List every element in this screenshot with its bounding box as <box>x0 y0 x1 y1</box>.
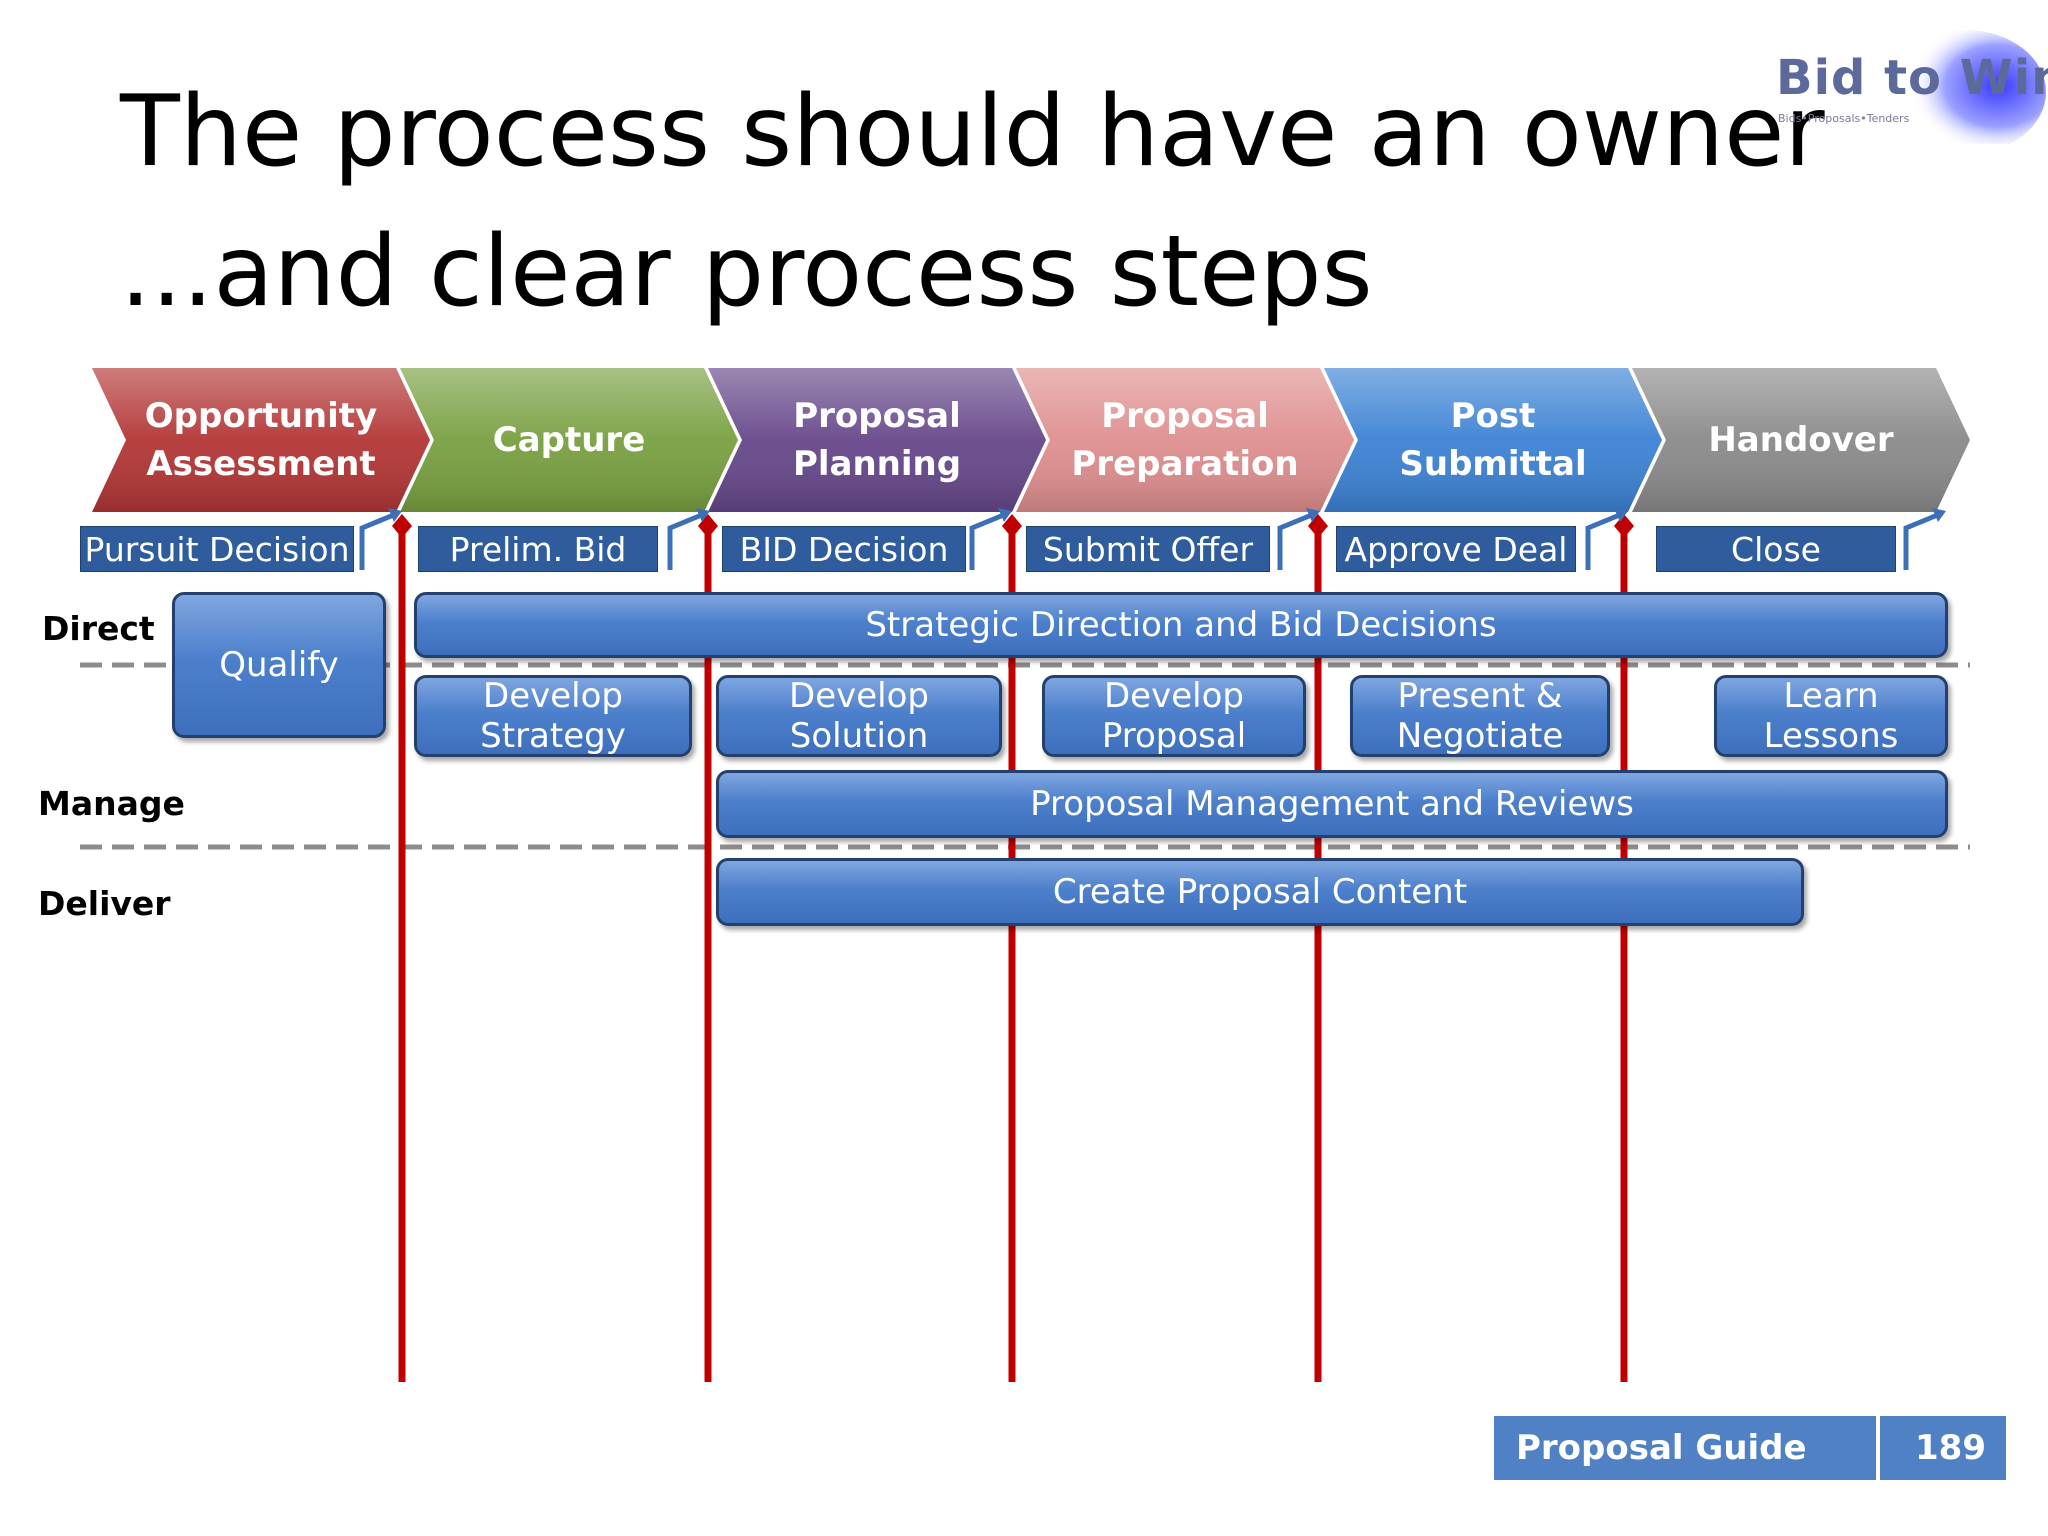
phase-label-6: Handover <box>1666 368 1936 512</box>
gate-diamond-icon <box>1614 514 1634 538</box>
logo-globe-icon <box>1886 30 2046 144</box>
bid-to-win-logo: Bid to Win Bids•Proposals•Tenders <box>1746 22 2048 144</box>
phase-label-line-1: Opportunity <box>144 396 378 436</box>
phase-label-line-1: Handover <box>1708 420 1894 460</box>
phase-label-line-1: Proposal <box>1101 396 1269 436</box>
footer-guide-title: Proposal Guide <box>1494 1416 1876 1480</box>
lane-label-direct: Direct <box>42 609 155 648</box>
milestone-arrowhead-icon <box>998 508 1012 522</box>
phase-chevron-shine-3 <box>708 368 1046 512</box>
activity-strategic-direction: Strategic Direction and Bid Decisions <box>414 592 1948 658</box>
lane-label-deliver: Deliver <box>38 884 171 923</box>
phase-chevron-shine-1 <box>92 368 430 512</box>
gate-diamond-icon <box>392 514 412 538</box>
gate-diamond-icon <box>1002 514 1022 538</box>
milestone-arrowhead-icon <box>1306 508 1320 522</box>
milestone-arrowhead-icon <box>1932 508 1946 522</box>
activity-qualify: Qualify <box>172 592 386 738</box>
logo-text: Bid to Win <box>1776 50 2048 106</box>
activity-create-content: Create Proposal Content <box>716 858 1804 926</box>
milestone-arrowhead-icon <box>1614 508 1628 522</box>
logo-tagline: Bids•Proposals•Tenders <box>1778 112 1910 125</box>
milestone-arrow-icon <box>1903 511 1941 570</box>
title-line-2: ...and clear process steps <box>120 215 1373 329</box>
milestone-arrow-icon <box>359 511 397 570</box>
phase-label-line-2: Submittal <box>1399 444 1587 484</box>
milestone-arrowhead-icon <box>388 508 402 522</box>
milestone-4: Submit Offer <box>1026 526 1270 572</box>
slide-title: The process should have an owner ...and … <box>120 62 1825 342</box>
milestone-6: Close <box>1656 526 1896 572</box>
title-line-1: The process should have an owner <box>120 75 1825 189</box>
milestone-1: Pursuit Decision <box>80 526 354 572</box>
phase-label-line-2: Assessment <box>146 444 376 484</box>
milestone-2: Prelim. Bid <box>418 526 658 572</box>
phase-label-line-2: Planning <box>792 444 962 484</box>
milestone-5: Approve Deal <box>1336 526 1576 572</box>
phase-label-line-1: Proposal <box>793 396 961 436</box>
phase-chevron-shine-5 <box>1324 368 1662 512</box>
phase-label-line-2: Preparation <box>1071 444 1299 484</box>
phase-label-line-1: Capture <box>492 420 646 460</box>
phase-label-2: Capture <box>434 368 704 512</box>
milestone-arrow-icon <box>1585 511 1623 570</box>
activity-present-negotiate: Present &Negotiate <box>1350 675 1610 757</box>
footer-page-number: 189 <box>1880 1416 2006 1480</box>
activity-proposal-management: Proposal Management and Reviews <box>716 770 1948 838</box>
milestone-3: BID Decision <box>722 526 966 572</box>
milestone-arrow-icon <box>1277 511 1315 570</box>
phase-chevron-shine-6 <box>1632 368 1970 512</box>
milestone-arrowhead-icon <box>696 508 710 522</box>
phase-chevron-shine-4 <box>1016 368 1354 512</box>
lane-label-manage: Manage <box>38 784 185 823</box>
milestone-arrow-icon <box>667 511 705 570</box>
phase-label-line-1: Post <box>1450 396 1536 436</box>
milestone-arrow-icon <box>969 511 1007 570</box>
phase-chevron-shine-2 <box>400 368 738 512</box>
